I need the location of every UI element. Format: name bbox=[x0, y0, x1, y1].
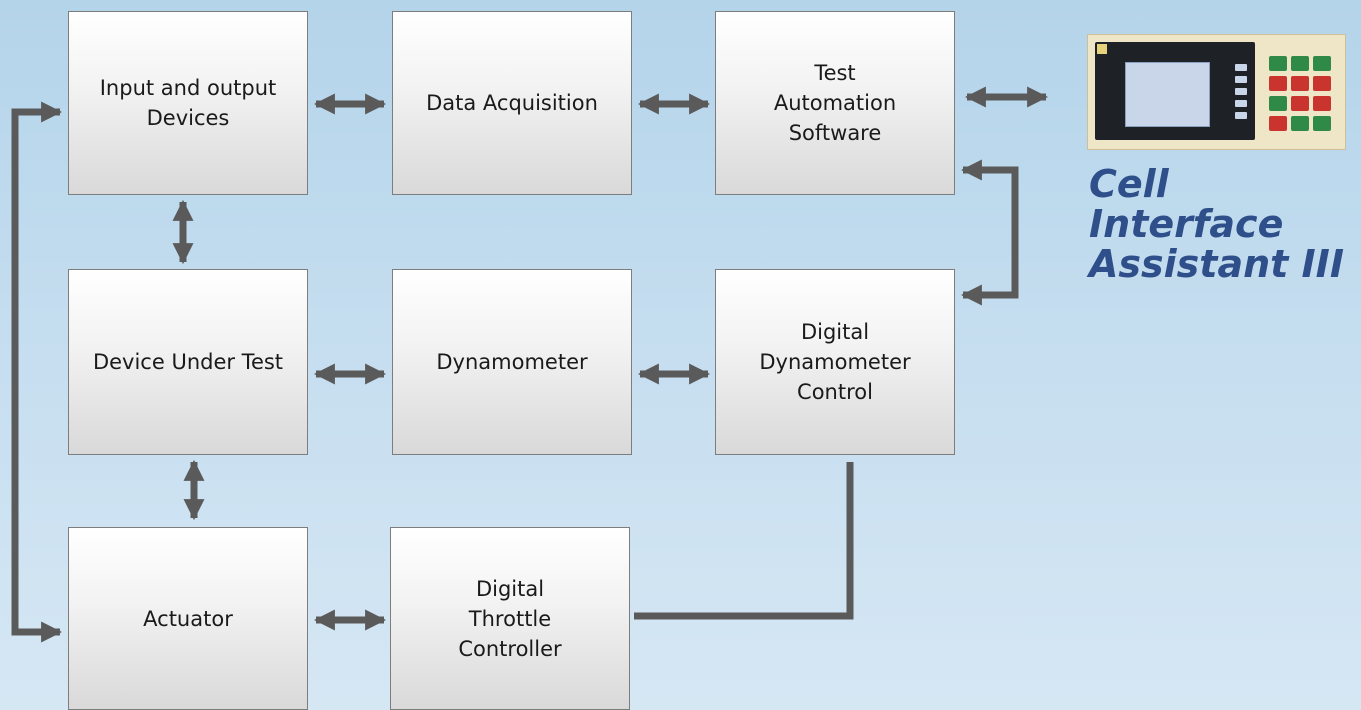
node-dynamometer[interactable]: Dynamometer bbox=[392, 269, 632, 455]
panel-screen-display bbox=[1125, 62, 1210, 127]
panel-button bbox=[1269, 56, 1287, 71]
panel-button bbox=[1269, 96, 1287, 111]
node-device-under-test[interactable]: Device Under Test bbox=[68, 269, 308, 455]
panel-touchscreen bbox=[1095, 42, 1255, 140]
screen-key bbox=[1235, 76, 1247, 83]
panel-button bbox=[1291, 96, 1309, 111]
screen-key bbox=[1235, 100, 1247, 107]
panel-button bbox=[1313, 56, 1331, 71]
logo-icon bbox=[1097, 44, 1107, 54]
panel-button bbox=[1269, 116, 1287, 131]
panel-button bbox=[1313, 116, 1331, 131]
node-input-output-devices[interactable]: Input and output Devices bbox=[68, 11, 308, 195]
panel-button bbox=[1291, 56, 1309, 71]
node-digital-dynamometer-control[interactable]: Digital Dynamometer Control bbox=[715, 269, 955, 455]
screen-key bbox=[1235, 64, 1247, 71]
node-test-automation-software[interactable]: Test Automation Software bbox=[715, 11, 955, 195]
node-actuator[interactable]: Actuator bbox=[68, 527, 308, 710]
screen-key bbox=[1235, 112, 1247, 119]
screen-key bbox=[1235, 88, 1247, 95]
panel-button bbox=[1313, 76, 1331, 91]
node-data-acquisition[interactable]: Data Acquisition bbox=[392, 11, 632, 195]
product-title: Cell Interface Assistant III bbox=[1089, 162, 1344, 286]
panel-button bbox=[1291, 76, 1309, 91]
arrow-software-to-control bbox=[960, 159, 1019, 306]
arrow-loop-io-actuator bbox=[11, 101, 63, 643]
cell-interface-panel-image bbox=[1087, 34, 1346, 150]
line-control-to-throttle bbox=[634, 462, 854, 620]
panel-button bbox=[1291, 116, 1309, 131]
node-digital-throttle-controller[interactable]: Digital Throttle Controller bbox=[390, 527, 630, 710]
panel-button bbox=[1313, 96, 1331, 111]
panel-button bbox=[1269, 76, 1287, 91]
